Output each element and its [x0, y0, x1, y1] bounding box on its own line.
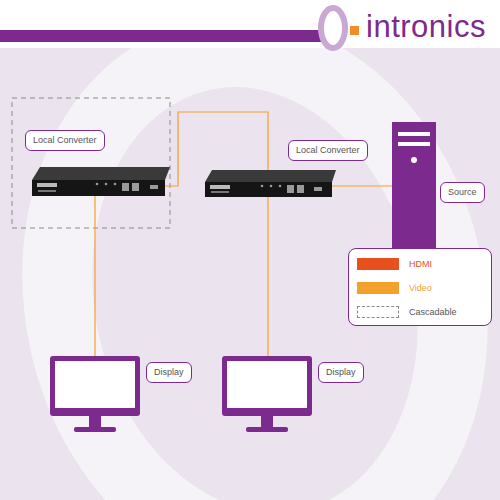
cascadable-frame	[12, 98, 170, 228]
legend-row: Video	[357, 281, 483, 295]
device-badge	[37, 183, 57, 187]
ring-watermark	[12, 15, 497, 500]
display-wire	[267, 197, 268, 356]
logo-ring	[321, 8, 345, 48]
logo-square	[350, 26, 359, 35]
device-badge	[38, 190, 56, 192]
tower-case	[392, 122, 436, 248]
header-bar	[0, 30, 322, 42]
monitor-base	[246, 427, 288, 432]
label-box: Source	[440, 182, 485, 203]
legend-text: HDMI	[409, 259, 432, 269]
tower-bay	[398, 142, 430, 146]
monitor-screen	[55, 361, 135, 408]
legend-swatch	[357, 282, 399, 294]
converter-device	[32, 167, 170, 196]
legend-swatch	[357, 258, 399, 270]
device-top	[205, 170, 336, 182]
header-band	[0, 0, 500, 48]
label-text: Display	[326, 367, 356, 378]
device-badge	[211, 191, 229, 193]
legend-text: Video	[409, 283, 432, 293]
monitor-screen	[227, 361, 307, 408]
tower-bay	[398, 132, 430, 136]
monitor-bezel	[50, 356, 140, 416]
tower-button	[411, 157, 417, 163]
label-box: Local Converter	[25, 130, 105, 151]
label-text: Local Converter	[296, 145, 360, 156]
device-front	[205, 182, 332, 197]
monitor-base	[74, 427, 116, 432]
label-box: Display	[146, 362, 192, 383]
legend-text: Cascadable	[409, 307, 457, 317]
device-leds	[261, 185, 322, 193]
source-wire	[332, 185, 392, 186]
legend-row: HDMI	[357, 257, 483, 271]
label-text: Local Converter	[33, 135, 97, 146]
logo-text: intronics	[366, 10, 486, 44]
legend-dashed-sample	[357, 306, 399, 318]
display-wire	[94, 196, 95, 356]
device-front	[32, 180, 165, 196]
label-text: Source	[448, 187, 477, 198]
display-monitor	[222, 356, 312, 432]
monitor-stand	[261, 416, 273, 428]
monitor-stand	[89, 416, 101, 428]
monitor-bezel	[222, 356, 312, 416]
display-monitor	[50, 356, 140, 432]
device-top	[32, 167, 170, 180]
label-box: Local Converter	[288, 140, 368, 161]
source-tower	[388, 122, 440, 253]
legend-row: Cascadable	[357, 305, 483, 319]
converter-device	[205, 170, 336, 197]
label-box: Display	[318, 362, 364, 383]
label-text: Display	[154, 367, 184, 378]
device-badge	[210, 185, 230, 189]
legend-panel: HDMI VideoCascadable	[348, 248, 492, 326]
device-leds	[96, 183, 158, 191]
